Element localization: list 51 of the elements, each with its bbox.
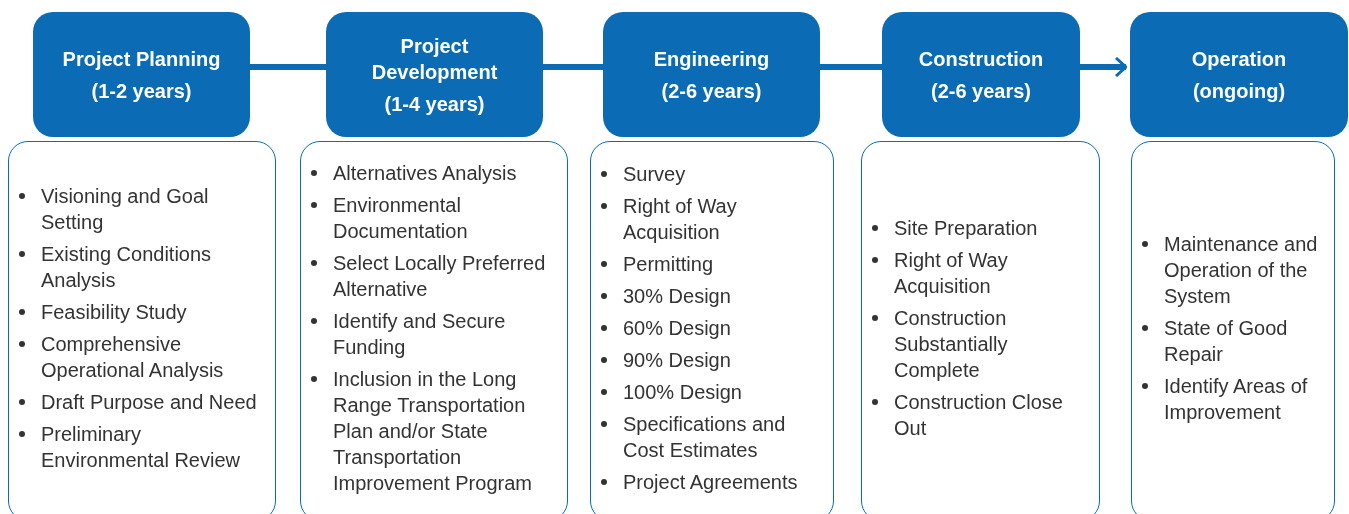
phase-duration: (2-6 years) — [930, 78, 1032, 104]
phase-duration: (1-4 years) — [384, 91, 485, 117]
bullet-item: Environmental Documentation — [333, 193, 469, 244]
phase-duration: (1-2 years) — [91, 78, 192, 104]
bullet-item: Identify Areas of Improvement — [1164, 374, 1309, 425]
bullet-item: Right of Way Acquisition — [623, 194, 738, 245]
bullet-item: Maintenance and Operation of the System — [1164, 232, 1319, 309]
phase-title: Construction — [918, 46, 1044, 72]
bullet-item: Identify and Secure Funding — [333, 309, 507, 360]
bullet-item: 90% Design — [623, 348, 732, 373]
bullet-item: 30% Design — [623, 284, 732, 309]
phase-title: Project Planning — [62, 46, 221, 72]
phase-box — [882, 12, 1080, 137]
bullet-item: Feasibility Study — [41, 300, 188, 325]
bullet-item: Draft Purpose and Need — [41, 390, 258, 415]
bullet-item: 100% Design — [623, 380, 743, 405]
bullet-item: Inclusion in the Long Range Transportation Plan and/or State Transportation Improvement Program — [333, 367, 533, 496]
bullet-item: Right of Way Acquisition — [894, 248, 1009, 299]
bullet-item: Site Preparation — [894, 216, 1039, 241]
connector-line — [543, 64, 603, 70]
bullet-item: Alternatives Analysis — [333, 161, 518, 186]
bullet-item: Permitting — [623, 252, 715, 277]
phase-box — [1130, 12, 1348, 137]
bullet-item: 60% Design — [623, 316, 732, 341]
connector-line — [250, 64, 326, 70]
bullet-item: Construction Close Out — [894, 390, 1064, 441]
bullet-item: Select Locally Preferred Alternative — [333, 251, 547, 302]
task-list-box — [300, 141, 568, 514]
task-list-box — [861, 141, 1100, 514]
phase-box — [603, 12, 820, 137]
bullet-item: Existing Conditions Analysis — [41, 242, 213, 293]
bullet-item: Specifications and Cost Estimates — [623, 412, 787, 463]
task-list-box — [8, 141, 276, 514]
phase-title: Engineering — [653, 46, 770, 72]
bullet-item: Comprehensive Operational Analysis — [41, 332, 225, 383]
arrow — [1080, 56, 1128, 78]
phase-title: Project Development — [370, 33, 499, 85]
bullet-item: State of Good Repair — [1164, 316, 1289, 367]
task-list-box — [590, 141, 834, 514]
connector-line — [820, 64, 882, 70]
bullet-item: Visioning and Goal Setting — [41, 184, 210, 235]
phase-title: Operation — [1191, 46, 1287, 72]
phase-box — [326, 12, 543, 137]
phase-duration: (2-6 years) — [661, 78, 762, 104]
bullet-item: Project Agreements — [623, 470, 799, 495]
bullet-item: Preliminary Environmental Review — [41, 422, 241, 473]
bullet-item: Survey — [623, 162, 687, 187]
phase-box — [33, 12, 250, 137]
phase-duration: (ongoing) — [1192, 78, 1286, 104]
bullet-item: Construction Substantially Complete — [894, 306, 1009, 383]
task-list-box — [1131, 141, 1335, 514]
